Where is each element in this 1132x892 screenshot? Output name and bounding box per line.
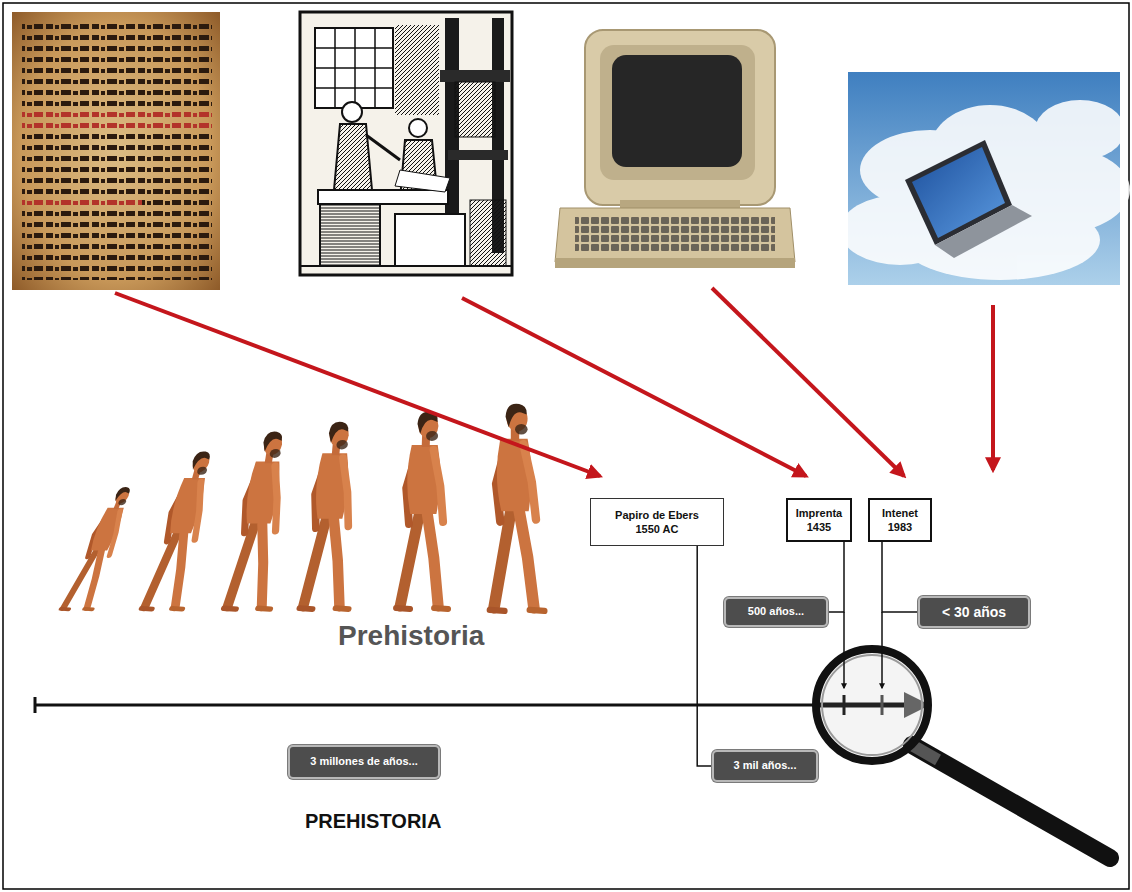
magnifier	[816, 649, 1110, 858]
hominid-figure	[299, 422, 365, 609]
window-grid	[315, 28, 393, 108]
timeline-magnified	[818, 703, 908, 708]
floor-line	[300, 265, 512, 267]
node-text: Imprenta	[796, 506, 842, 520]
red-arrow	[115, 293, 600, 476]
cabinet	[470, 200, 506, 266]
hominid-figure	[60, 487, 142, 609]
hominid-figure	[141, 451, 225, 609]
monitor-screen	[612, 55, 742, 167]
papyrus-writing	[142, 198, 212, 209]
page-frame	[3, 3, 1129, 889]
hominid-figure	[224, 432, 299, 610]
press-screw	[455, 82, 495, 137]
node-text: 500 años...	[748, 605, 804, 618]
red-arrow	[991, 305, 995, 470]
papyrus-sheet	[12, 12, 220, 290]
leader-line	[697, 546, 712, 766]
papyrus-image	[12, 12, 220, 290]
press-platen	[448, 150, 508, 160]
timeline-tick	[843, 695, 846, 715]
node-text: Papiro de Ebers	[615, 508, 699, 522]
worker-body	[334, 124, 372, 190]
keyboard-keys	[575, 216, 775, 252]
bench	[318, 190, 448, 204]
paper-sheet	[395, 170, 450, 192]
printing-press-woodcut	[300, 12, 512, 275]
laptop-in-clouds	[840, 72, 1130, 285]
duration-tag: 500 años...	[724, 597, 828, 627]
cabinet	[320, 204, 380, 266]
papyrus-red-writing	[22, 198, 142, 209]
node-text: 1983	[888, 520, 912, 534]
tick-pointer	[881, 612, 883, 688]
worker-head	[409, 119, 427, 137]
timeline	[35, 697, 820, 713]
evolution-figures	[60, 404, 544, 611]
duration-tag: 3 mil años...	[712, 750, 818, 782]
red-arrow	[462, 298, 806, 476]
leader-line	[882, 542, 918, 612]
papyrus-writing	[22, 22, 212, 110]
papyrus-writing	[22, 132, 212, 198]
worker-head	[342, 102, 362, 122]
tick-pointer	[843, 612, 845, 688]
papyrus-red-writing	[22, 110, 212, 132]
era-heading: PREHISTORIA	[305, 810, 441, 833]
wall-hatching	[395, 25, 439, 115]
node-text: 3 millones de años...	[310, 755, 418, 768]
node-text: Intenet	[882, 506, 918, 520]
computer-terminal	[555, 30, 795, 268]
type-case	[395, 214, 465, 266]
tick-pointers	[844, 612, 882, 688]
event-box: Intenet1983	[868, 498, 932, 542]
lens-ring	[816, 649, 928, 761]
event-box: Papiro de Ebers1550 AC	[590, 498, 724, 546]
laptop-base	[935, 205, 1032, 258]
magnifier-handle	[912, 745, 1110, 858]
red-arrows	[115, 288, 993, 476]
timeline-axis	[35, 704, 820, 707]
era-label: Prehistoria	[338, 620, 484, 652]
woodcut-frame	[300, 12, 512, 275]
keyboard	[555, 208, 795, 262]
papyrus-writing	[22, 209, 212, 280]
keyboard-edge	[555, 258, 795, 268]
clouds	[840, 100, 1130, 280]
hominid-figure	[396, 412, 455, 609]
duration-tag: 3 millones de años...	[288, 745, 440, 779]
timeline-tick	[881, 695, 884, 715]
worker-arm	[366, 135, 400, 160]
monitor-bezel	[600, 45, 755, 180]
timeline-start	[34, 697, 37, 713]
monitor-housing	[585, 30, 775, 205]
node-text: 1550 AC	[635, 522, 678, 536]
event-box: Imprenta1435	[786, 498, 852, 542]
node-text: 3 mil años...	[734, 759, 797, 772]
duration-tag: < 30 años	[918, 596, 1030, 628]
lens-inner-ring	[822, 655, 922, 755]
leader-line	[828, 542, 844, 612]
node-text: < 30 años	[942, 604, 1006, 621]
press-crossbeam	[440, 70, 510, 82]
human-figure	[490, 404, 545, 611]
window	[315, 28, 393, 108]
node-text: 1435	[807, 520, 831, 534]
red-arrow	[712, 288, 904, 476]
